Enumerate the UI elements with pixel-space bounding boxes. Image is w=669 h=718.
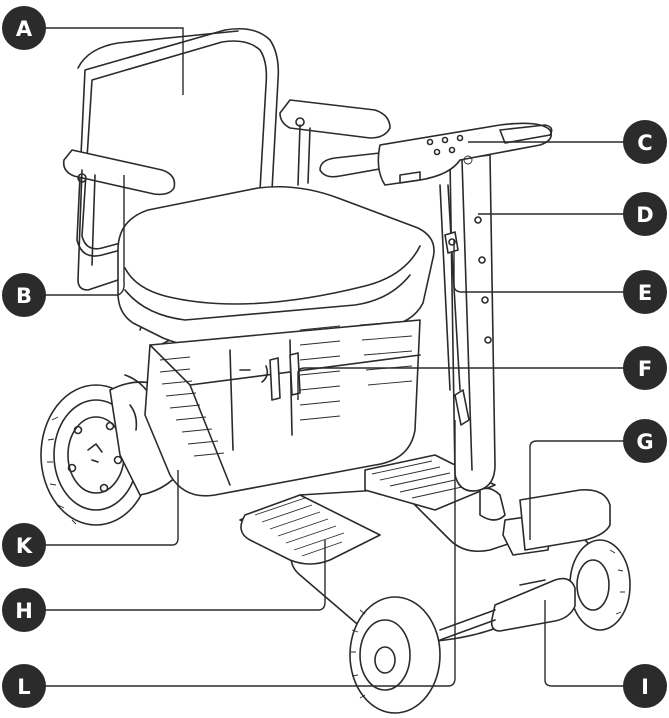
leader-line-f bbox=[297, 367, 628, 400]
leader-lines bbox=[40, 27, 628, 687]
leader-line-b bbox=[40, 175, 125, 296]
callout-a-label: A bbox=[16, 17, 33, 41]
leader-line-a bbox=[40, 27, 184, 95]
callout-b-label: B bbox=[16, 284, 32, 308]
callout-c: C bbox=[623, 120, 667, 164]
callout-e: E bbox=[623, 270, 667, 314]
callout-h: H bbox=[2, 588, 46, 632]
callout-l-label: L bbox=[17, 675, 30, 699]
callout-h-label: H bbox=[15, 599, 33, 623]
foot-mat bbox=[240, 494, 381, 565]
leader-line-k bbox=[40, 470, 179, 546]
callout-i: I bbox=[623, 664, 667, 708]
leader-line-g bbox=[529, 440, 628, 540]
callout-g: G bbox=[623, 419, 667, 463]
leader-line-h bbox=[40, 540, 326, 611]
callout-i-label: I bbox=[641, 675, 649, 699]
callout-c-label: C bbox=[637, 131, 652, 155]
callout-l: L bbox=[2, 664, 46, 708]
callout-e-label: E bbox=[638, 281, 652, 305]
mobility-scooter-illustration bbox=[40, 27, 631, 714]
callout-f-label: F bbox=[638, 357, 652, 381]
front-wheels bbox=[349, 539, 631, 714]
callout-g-label: G bbox=[636, 430, 653, 454]
leader-line-i bbox=[544, 600, 628, 687]
leader-line-l bbox=[40, 420, 456, 687]
handlebar bbox=[319, 122, 553, 186]
callout-b: B bbox=[2, 273, 46, 317]
storage-basket bbox=[144, 319, 421, 497]
leader-line-e bbox=[453, 240, 628, 293]
callout-d: D bbox=[623, 192, 667, 236]
callout-k: K bbox=[2, 523, 46, 567]
callout-a: A bbox=[2, 6, 46, 50]
steering-column bbox=[439, 154, 506, 521]
callout-f: F bbox=[623, 346, 667, 390]
callout-k-label: K bbox=[16, 534, 33, 558]
callout-d-label: D bbox=[636, 203, 653, 227]
